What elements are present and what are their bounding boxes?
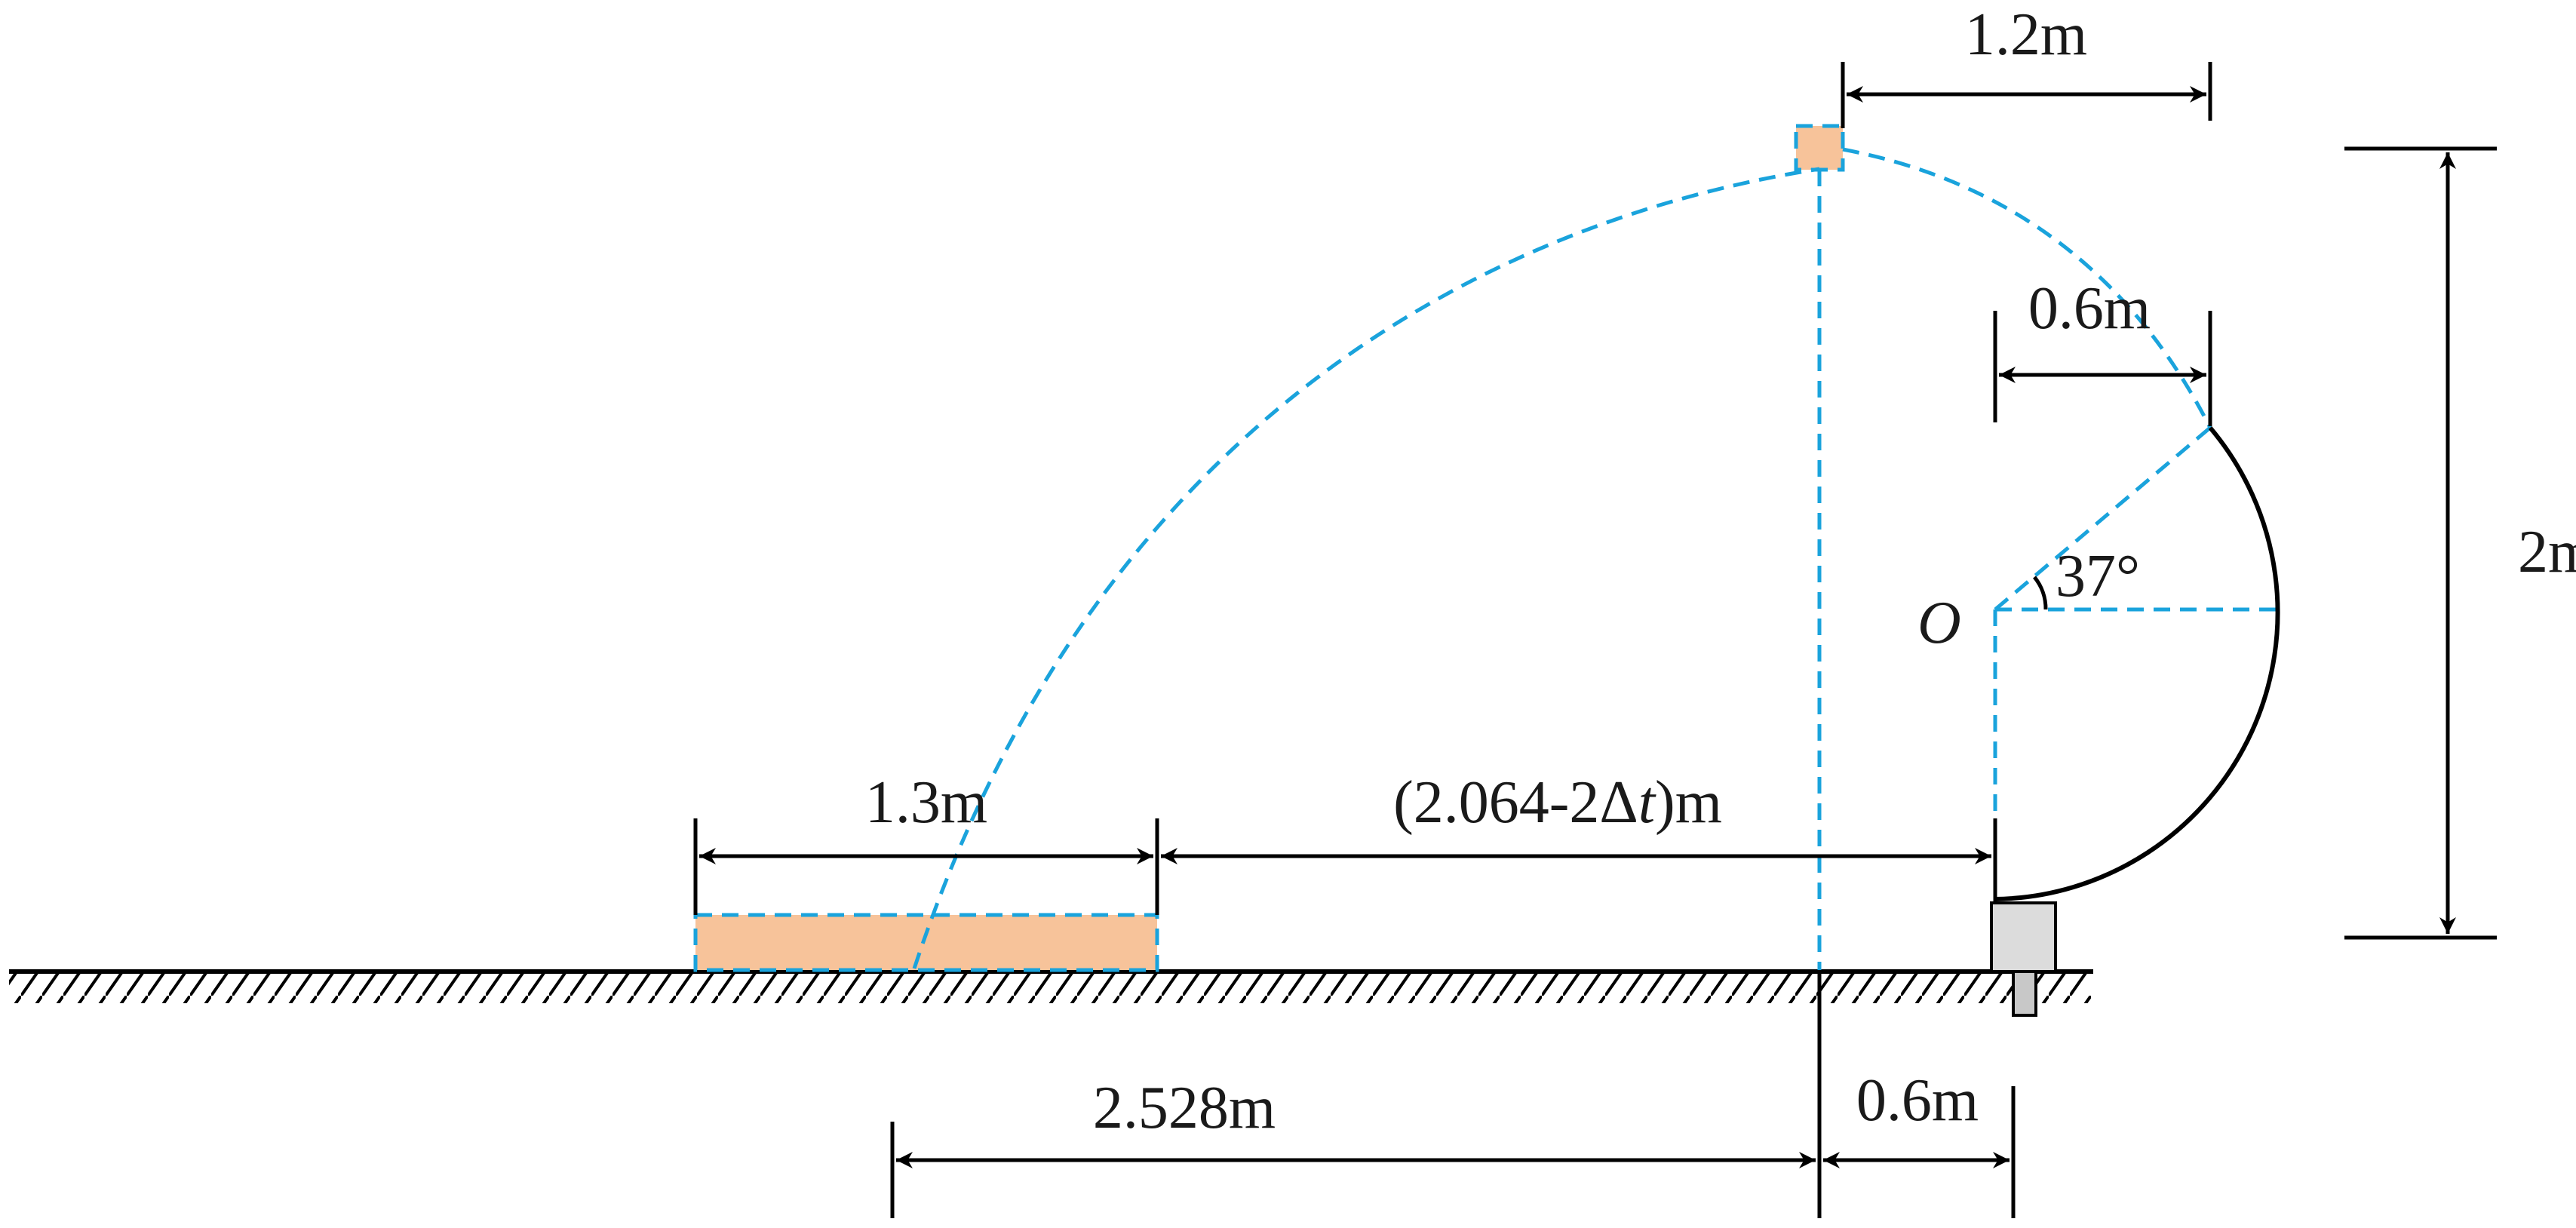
top-block bbox=[1796, 126, 1843, 170]
label-center: O bbox=[1917, 590, 1961, 656]
label-gap-suffix: )m bbox=[1655, 769, 1722, 836]
launcher-body bbox=[1990, 901, 2057, 973]
ground-hatching bbox=[9, 973, 2091, 1003]
trajectory-right bbox=[1842, 147, 2212, 429]
launcher bbox=[1990, 901, 2057, 1017]
label-gap-var: t bbox=[1638, 769, 1656, 836]
ground bbox=[9, 969, 2093, 1003]
landing-block bbox=[695, 915, 1157, 970]
angle-arc bbox=[2033, 576, 2048, 610]
circular-track bbox=[1994, 426, 2280, 901]
label-gap-prefix: (2.064-2Δ bbox=[1393, 769, 1638, 836]
label-top-span: 1.2m bbox=[1965, 2, 2087, 68]
label-gap: (2.064-2Δt)m bbox=[1393, 769, 1722, 836]
radius-37deg bbox=[1994, 426, 2212, 611]
label-height: 2m bbox=[2518, 519, 2576, 585]
trajectory-left bbox=[912, 167, 1820, 969]
label-block-length: 1.3m bbox=[865, 769, 987, 836]
label-angle: 37° bbox=[2056, 543, 2140, 609]
label-bottom-span: 2.528m bbox=[1093, 1075, 1276, 1141]
launcher-stem bbox=[2012, 970, 2037, 1017]
label-base-offset: 0.6m bbox=[1856, 1067, 1979, 1134]
landing-block-outline bbox=[693, 913, 1159, 972]
label-arc-offset: 0.6m bbox=[2028, 275, 2151, 342]
